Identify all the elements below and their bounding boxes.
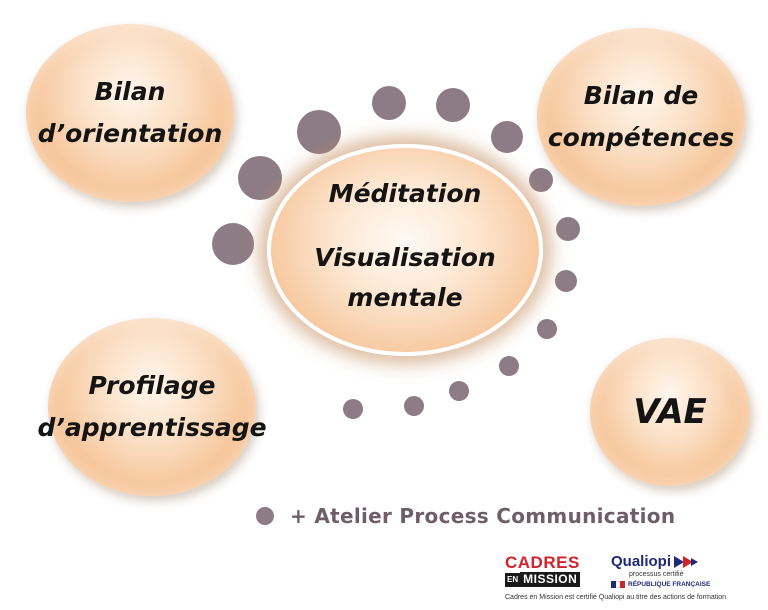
cadres-logo-mission: MISSION: [520, 572, 581, 587]
republique-row: RÉPUBLIQUE FRANÇAISE: [611, 580, 731, 589]
qualiopi-arrows-icon: [674, 556, 698, 568]
french-flag-icon: [611, 581, 626, 588]
qualiopi-title-row: Qualiopi: [611, 554, 731, 570]
bubble-profilage-line1: Profilage: [88, 371, 216, 400]
footer-logos: CADRES EN MISSION Qualiopi processus cer…: [505, 554, 767, 608]
bubble-bilan-orientation: Bilan d’orientation: [26, 24, 234, 202]
dot-11: [499, 356, 519, 376]
dot-12: [449, 381, 469, 401]
dot-9: [555, 270, 577, 292]
republique-label: RÉPUBLIQUE FRANÇAISE: [628, 581, 711, 588]
bubble-profilage-apprentissage: Profilage d’apprentissage: [37, 318, 267, 496]
legend-atelier: + Atelier Process Communication: [256, 504, 675, 528]
legend-text: + Atelier Process Communication: [290, 504, 676, 528]
dot-3: [297, 110, 341, 154]
cadres-logo-en: EN: [505, 572, 521, 587]
cadres-logo-top: CADRES: [505, 553, 580, 572]
dot-13: [404, 396, 424, 416]
certification-note: Cadres en Mission est certifié Qualiopi …: [505, 594, 726, 601]
dot-2: [238, 156, 282, 200]
dot-6: [491, 121, 523, 153]
dot-1: [212, 223, 254, 265]
bubble-vae: VAE: [590, 338, 750, 486]
bubble-bilan-competences: Bilan de compétences: [537, 28, 745, 206]
dot-8: [556, 217, 580, 241]
bubble-center-line2: Visualisation: [314, 243, 496, 272]
bubble-vae-label: VAE: [633, 392, 707, 432]
bubble-bilan-orientation-line1: Bilan: [94, 77, 166, 106]
dot-5: [436, 88, 470, 122]
dot-14: [343, 399, 363, 419]
qualiopi-subtitle: processus certifié: [629, 571, 684, 578]
cadres-logo-bottom: EN MISSION: [505, 572, 599, 587]
dot-7: [529, 168, 553, 192]
dot-4: [372, 86, 406, 120]
bubble-center-line3: mentale: [347, 283, 463, 312]
bubble-meditation-visualisation: Méditation Visualisation mentale: [267, 144, 543, 356]
bubble-bilan-competences-line2: compétences: [547, 123, 735, 152]
legend-dot: [256, 507, 274, 525]
bubble-bilan-competences-line1: Bilan de: [583, 81, 699, 110]
qualiopi-logo: Qualiopi processus certifié RÉPUBLIQUE F…: [611, 554, 731, 589]
bubble-bilan-orientation-line2: d’orientation: [37, 119, 223, 148]
bubble-center-line1: Méditation: [328, 179, 482, 208]
bubble-profilage-line2: d’apprentissage: [37, 413, 267, 442]
dot-10: [537, 319, 557, 339]
cadres-en-mission-logo: CADRES EN MISSION: [505, 554, 599, 587]
qualiopi-name: Qualiopi: [611, 553, 671, 570]
